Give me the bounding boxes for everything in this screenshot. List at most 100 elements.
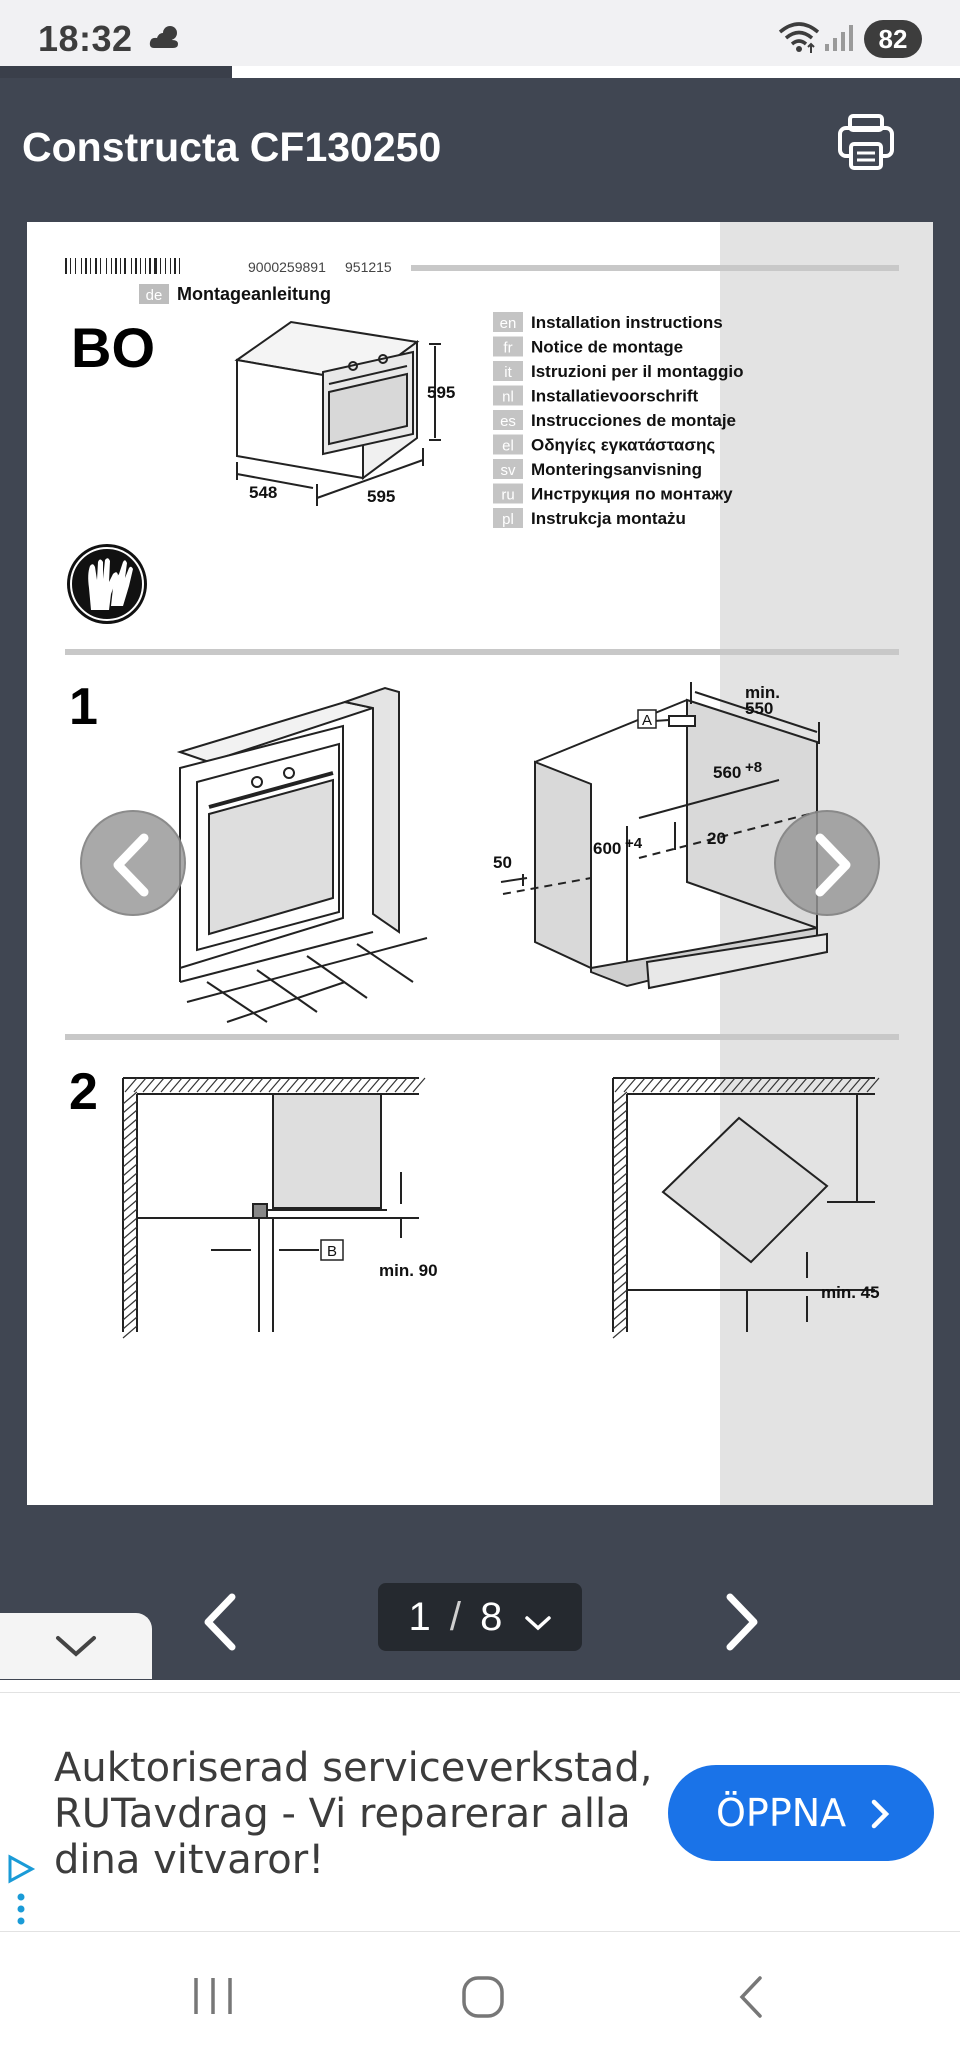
lang-code: sv	[501, 462, 517, 479]
hatch-left	[122, 1077, 426, 1339]
wifi-icon	[778, 22, 820, 59]
ad-open-button[interactable]: ÖPPNA	[668, 1765, 934, 1861]
home-button[interactable]	[460, 1974, 506, 2025]
lang-title: Инструкция по монтажу	[531, 485, 733, 504]
total-pages: 8	[480, 1595, 503, 1639]
dim-50: 50	[493, 853, 512, 872]
section-divider-2	[65, 1034, 899, 1040]
main-lang-code: de	[146, 287, 163, 304]
hatch-right	[612, 1077, 880, 1339]
pager-prev-button[interactable]	[190, 1587, 250, 1657]
page-separator: /	[449, 1595, 461, 1639]
system-navigation-bar	[0, 1932, 960, 2059]
signal-icon	[824, 24, 854, 57]
lang-code: nl	[502, 389, 514, 406]
min-90: min. 90	[379, 1261, 438, 1280]
lang-code-box	[493, 385, 523, 406]
oven-dimension-illustration	[234, 320, 441, 506]
lang-title: Notice de montage	[531, 338, 683, 357]
niche-top-view-left	[122, 1077, 419, 1332]
cabinet-niche-illustration	[500, 682, 828, 990]
print-button[interactable]	[836, 112, 896, 172]
lang-title: Instrukcja montażu	[531, 509, 686, 528]
oven-depth-dim: 548	[249, 483, 277, 502]
dim-560: 560	[713, 763, 741, 782]
lang-code: ru	[501, 487, 514, 504]
lang-title: Monteringsanvisning	[531, 460, 702, 479]
recent-apps-icon	[194, 1978, 232, 2014]
barcode-code: 951215	[345, 259, 392, 275]
chevron-left-icon	[113, 833, 149, 897]
safety-gloves-icon	[67, 544, 147, 624]
min-45: min. 45	[821, 1283, 880, 1302]
chevron-down-icon	[524, 1585, 552, 1653]
lang-code: el	[502, 438, 514, 455]
document-viewer[interactable]: 9000259891 951215 de Montageanleitung BO	[0, 220, 960, 1680]
header-rule	[411, 265, 899, 271]
main-lang-title: Montageanleitung	[177, 284, 331, 304]
step-2-number: 2	[69, 1063, 98, 1121]
ad-text: Auktoriserad serviceverkstad, RUTavdrag …	[54, 1745, 653, 1883]
chevron-left-icon	[204, 1593, 236, 1651]
barcode	[65, 258, 180, 274]
next-page-button[interactable]	[774, 810, 880, 916]
lang-code-box	[493, 434, 523, 455]
dim-600-tolerance: +4	[625, 835, 643, 852]
lang-title: Istruzioni per il montaggio	[531, 362, 744, 381]
chevron-right-icon	[871, 1799, 890, 1829]
back-button[interactable]	[734, 1974, 768, 2025]
min-550: 550	[745, 699, 773, 718]
document-title: Constructa CF130250	[22, 124, 442, 170]
built-in-oven-illustration	[176, 686, 428, 1023]
chevron-down-icon	[56, 1636, 96, 1657]
load-progress-bar	[0, 66, 232, 78]
lang-code: pl	[502, 511, 514, 528]
status-bar: 18:32 82	[0, 0, 960, 66]
ad-button-label: ÖPPNA	[716, 1791, 847, 1835]
back-icon	[739, 1976, 762, 2018]
language-list: en Installation instructions fr Notice de m…	[493, 312, 744, 528]
previous-page-button[interactable]	[80, 810, 186, 916]
lang-title: Οδηγίες εγκατάστασης	[531, 436, 715, 455]
battery-indicator: 82	[864, 20, 922, 58]
collapse-ad-button[interactable]	[0, 1613, 152, 1679]
oven-width-dim: 595	[367, 487, 395, 506]
page-selector[interactable]: 1 / 8	[378, 1583, 582, 1651]
label-a: A	[642, 712, 652, 729]
label-a-box	[637, 709, 657, 729]
lang-code-box	[493, 508, 523, 528]
ad-choices-icon[interactable]	[6, 1853, 36, 1932]
status-time: 18:32	[38, 18, 133, 59]
lang-code-box	[493, 410, 523, 430]
lang-code-box	[493, 361, 523, 381]
advertisement[interactable]: Auktoriserad serviceverkstad, RUTavdrag …	[0, 1692, 960, 1932]
niche-top-view-right	[612, 1077, 875, 1332]
pager-bar: 1 / 8	[0, 1507, 960, 1677]
lang-title: Installatievoorschrift	[531, 387, 699, 406]
min-label: min.	[745, 683, 780, 702]
lang-title: Installation instructions	[531, 313, 723, 332]
lang-code: es	[500, 413, 516, 430]
dim-600: 600	[593, 839, 621, 858]
oven-height-dim: 595	[427, 383, 455, 402]
chevron-right-icon	[815, 833, 851, 897]
printer-icon	[838, 114, 894, 170]
barcode-number: 9000259891	[248, 259, 326, 275]
chevron-right-icon	[726, 1593, 758, 1651]
section-divider-1	[65, 649, 899, 655]
app-header: Constructa CF130250	[0, 78, 960, 220]
lang-code: fr	[503, 340, 512, 357]
pager-next-button[interactable]	[712, 1587, 772, 1657]
lang-title: Instrucciones de montaje	[531, 411, 736, 430]
lang-code-box	[139, 284, 169, 304]
label-b: B	[327, 1243, 337, 1260]
step-1-number: 1	[69, 678, 98, 736]
lang-code: en	[500, 315, 517, 332]
lang-code: it	[504, 364, 512, 381]
current-page: 1	[408, 1595, 431, 1639]
lang-code-box	[493, 483, 523, 504]
recent-apps-button[interactable]	[190, 1974, 236, 2023]
weather-partly-cloudy-icon	[148, 24, 182, 55]
product-code: BO	[71, 316, 155, 379]
home-icon	[462, 1976, 504, 2018]
